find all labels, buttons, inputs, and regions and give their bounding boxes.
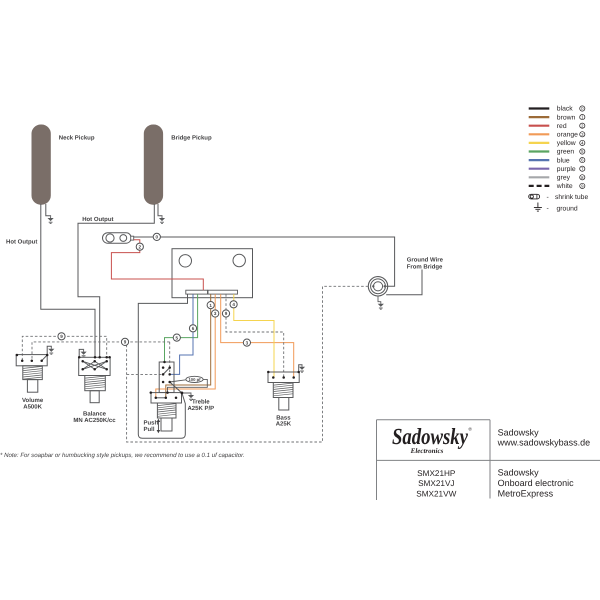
svg-text:3: 3 (214, 311, 217, 316)
svg-text:A500K: A500K (23, 404, 42, 411)
svg-text:* Note: For soapbar or humbuck: * Note: For soapbar or humbucking style … (0, 452, 245, 459)
svg-text:0: 0 (156, 235, 159, 240)
svg-text:9: 9 (124, 340, 127, 345)
svg-text:MetroExpress: MetroExpress (498, 488, 554, 498)
svg-text:5: 5 (581, 149, 584, 154)
svg-text:Ground Wire: Ground Wire (407, 257, 444, 264)
svg-text:SMX21VJ: SMX21VJ (418, 479, 454, 488)
svg-text:8: 8 (581, 175, 584, 180)
svg-text:Sadowsky: Sadowsky (498, 428, 540, 438)
svg-text:shrink tube: shrink tube (555, 194, 588, 201)
svg-text:-: - (547, 205, 549, 212)
svg-text:2: 2 (581, 123, 584, 128)
svg-text:-: - (547, 194, 549, 201)
svg-text:Hot Output: Hot Output (82, 216, 113, 223)
svg-text:0: 0 (581, 106, 584, 111)
svg-text:7: 7 (581, 166, 584, 171)
svg-text:6: 6 (192, 326, 195, 331)
svg-text:100 pf: 100 pf (188, 377, 201, 382)
svg-text:3: 3 (581, 132, 584, 137)
svg-text:ground: ground (557, 205, 578, 212)
svg-text:Bridge Pickup: Bridge Pickup (171, 135, 212, 142)
svg-text:Electronics: Electronics (410, 447, 444, 455)
svg-text:Onboard electronic: Onboard electronic (498, 478, 575, 488)
svg-text:www.sadowskybass.de: www.sadowskybass.de (497, 438, 591, 448)
svg-text:red: red (557, 123, 567, 130)
svg-text:MN AC250K/cc: MN AC250K/cc (73, 417, 116, 424)
svg-text:green: green (557, 149, 575, 156)
svg-text:4: 4 (581, 141, 584, 146)
svg-text:3: 3 (246, 340, 249, 345)
svg-text:From Bridge: From Bridge (407, 263, 443, 270)
svg-text:SMX21HP: SMX21HP (417, 469, 456, 478)
svg-text:1: 1 (209, 303, 212, 308)
svg-text:A25K P/P: A25K P/P (187, 405, 214, 412)
svg-text:1: 1 (581, 115, 584, 120)
svg-text:®: ® (469, 427, 473, 432)
svg-text:9: 9 (581, 184, 584, 189)
svg-text:SMX21VW: SMX21VW (416, 489, 456, 498)
svg-text:Neck Pickup: Neck Pickup (59, 135, 95, 142)
svg-text:grey: grey (557, 175, 571, 182)
svg-text:Treble: Treble (192, 398, 210, 405)
svg-text:Hot Output: Hot Output (6, 239, 37, 246)
svg-text:5: 5 (176, 335, 179, 340)
svg-text:purple: purple (557, 166, 576, 173)
svg-text:2: 2 (139, 244, 142, 249)
svg-text:Sadowsky: Sadowsky (498, 467, 540, 477)
svg-text:Pull: Pull (144, 426, 155, 433)
svg-text:orange: orange (557, 132, 578, 139)
svg-text:black: black (557, 106, 573, 113)
svg-text:4: 4 (232, 302, 235, 307)
svg-text:Balance: Balance (83, 411, 107, 418)
svg-text:A25K: A25K (276, 421, 292, 428)
svg-text:yellow: yellow (557, 140, 576, 147)
svg-text:brown: brown (557, 114, 576, 121)
svg-text:Sadowsky: Sadowsky (392, 424, 469, 449)
svg-text:9: 9 (60, 334, 63, 339)
svg-text:blue: blue (557, 157, 570, 164)
svg-text:Push: Push (144, 420, 159, 427)
svg-text:white: white (556, 183, 573, 190)
svg-text:6: 6 (581, 158, 584, 163)
svg-text:Bass: Bass (276, 415, 291, 422)
svg-text:Volume: Volume (22, 397, 44, 404)
svg-text:9: 9 (225, 311, 228, 316)
